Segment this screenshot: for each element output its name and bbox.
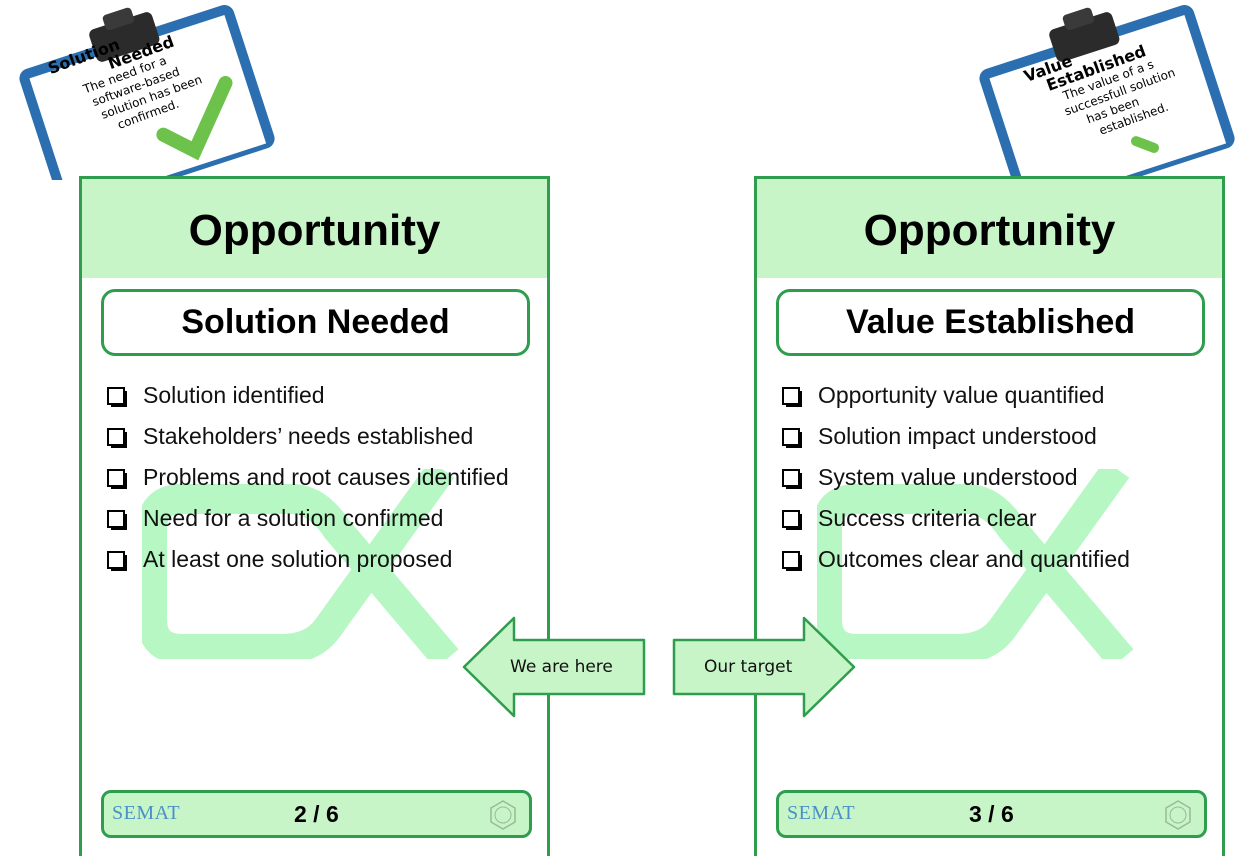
checkbox-icon [107,509,127,530]
checklist-item: Stakeholders’ needs established [107,416,509,457]
checklist-item: Problems and root causes identified [107,457,509,498]
card-alpha-title: Opportunity [863,206,1116,255]
semat-seal-icon [1165,800,1191,830]
checkbox-icon [782,509,802,530]
card-alpha-title: Opportunity [188,206,441,255]
checklist-item-label: Success criteria clear [818,505,1037,531]
card-page-number: 2 / 6 [294,801,339,827]
card-footer: SEMAT 2 / 6 [101,790,532,838]
our-target-arrow [672,616,856,718]
card-header: Opportunity [82,179,547,278]
state-name: Value Established [845,303,1136,341]
checklist-item-label: Opportunity value quantified [818,382,1105,408]
state-name: Solution Needed [181,303,450,341]
we-are-here-label: We are here [510,657,613,677]
card-footer: SEMAT 3 / 6 [776,790,1207,838]
we-are-here-arrow [462,616,646,718]
alpha-watermark-icon [817,469,1134,659]
checklist-item-label: System value understood [818,464,1078,490]
checklist-item-label: Stakeholders’ needs established [143,423,474,449]
card-header: Opportunity [757,179,1222,278]
checklist: Opportunity value quantified Solution im… [782,375,1130,580]
semat-logo: SEMAT [787,802,856,824]
checklist-item: At least one solution proposed [107,539,509,580]
checkbox-icon [782,468,802,489]
checkbox-icon [107,550,127,571]
checklist-item: Solution impact understood [782,416,1130,457]
checkbox-icon [782,427,802,448]
checkbox-icon [782,550,802,571]
checkbox-icon [782,386,802,407]
alpha-watermark-icon [142,469,459,659]
checklist-item: Opportunity value quantified [782,375,1130,416]
clipboard-value-established [979,5,1235,180]
checklist-item-label: Need for a solution confirmed [143,505,444,531]
semat-logo: SEMAT [112,802,181,824]
state-card-value-established: Opportunity Opportunity value quantified… [754,176,1225,856]
checklist-item-label: At least one solution proposed [143,546,453,572]
checklist-item-label: Solution identified [143,382,325,408]
state-name-box: Value Established [776,289,1205,356]
checkbox-icon [107,427,127,448]
checklist-item: Need for a solution confirmed [107,498,509,539]
checkbox-icon [107,468,127,489]
state-name-box: Solution Needed [101,289,530,356]
checklist-item: Outcomes clear and quantified [782,539,1130,580]
checklist-item-label: Problems and root causes identified [143,464,509,490]
state-card-solution-needed: Opportunity Solution identified Stakehol… [79,176,550,856]
semat-seal-icon [490,800,516,830]
clipboard-solution-needed [19,5,275,180]
card-page-number: 3 / 6 [969,801,1014,827]
checklist-item-label: Solution impact understood [818,423,1097,449]
checklist-item: Solution identified [107,375,509,416]
checkbox-icon [107,386,127,407]
our-target-label: Our target [704,657,793,677]
checklist-item: System value understood [782,457,1130,498]
checklist-item: Success criteria clear [782,498,1130,539]
checklist: Solution identified Stakeholders’ needs … [107,375,509,580]
checklist-item-label: Outcomes clear and quantified [818,546,1130,572]
